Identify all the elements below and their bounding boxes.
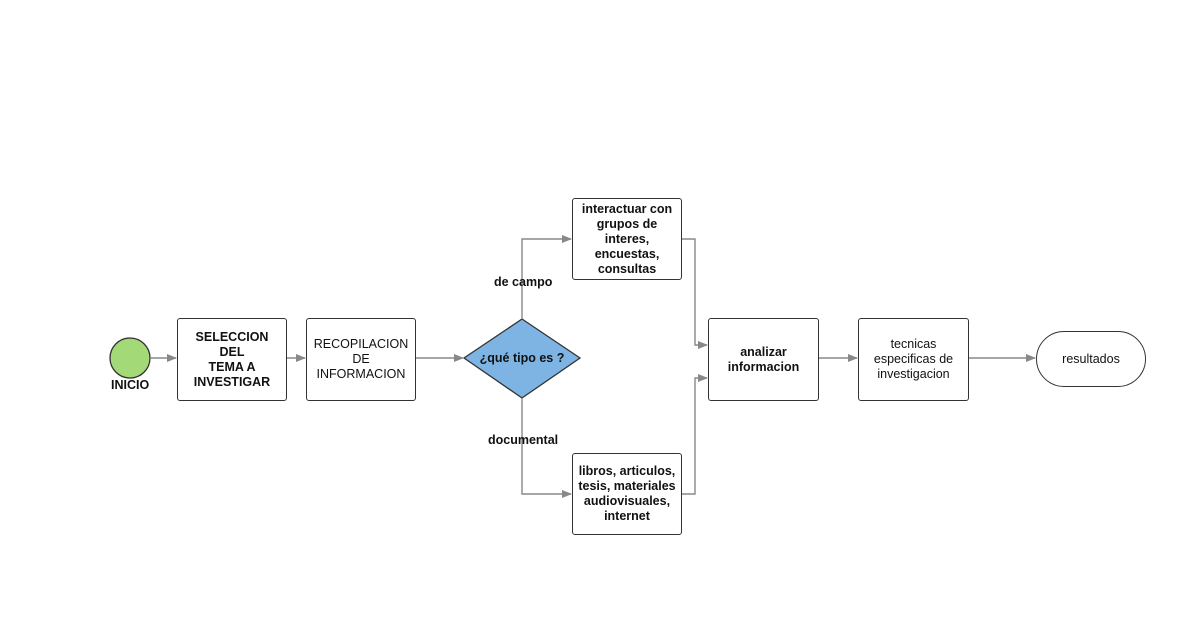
start-label: INICIO [111,378,150,392]
campo-text: interactuar con grupos de interes, encue… [581,201,673,276]
documental-node: libros, articulos, tesis, materiales aud… [572,453,682,535]
documental-text: libros, articulos, tesis, materiales aud… [578,464,676,523]
seleccion-node: SELECCION DEL TEMA A INVESTIGAR [177,318,287,401]
recopilacion-node: RECOPILACION DE INFORMACION [306,318,416,401]
resultados-text: resultados [1062,351,1120,366]
tecnicas-text: tecnicas especificas de investigacion [873,337,954,381]
edge-decision-documental [521,398,572,498]
edge-label-campo: de campo [494,275,553,289]
tecnicas-node: tecnicas especificas de investigacion [858,318,969,401]
campo-node: interactuar con grupos de interes, encue… [572,198,682,280]
analizar-text: analizar informacion [727,344,800,374]
edge-decision-campo [521,235,572,319]
decision-text: ¿qué tipo es ? [479,351,565,365]
edge-label-documental: documental [488,433,559,447]
recopilacion-text: RECOPILACION DE INFORMACION [313,337,409,381]
analizar-node: analizar informacion [708,318,819,401]
edge-documental-analizar [682,374,708,495]
resultados-node: resultados [1036,331,1146,387]
seleccion-text: SELECCION DEL TEMA A INVESTIGAR [193,329,271,389]
edge-campo-analizar [682,238,708,349]
start-circle [109,337,151,379]
